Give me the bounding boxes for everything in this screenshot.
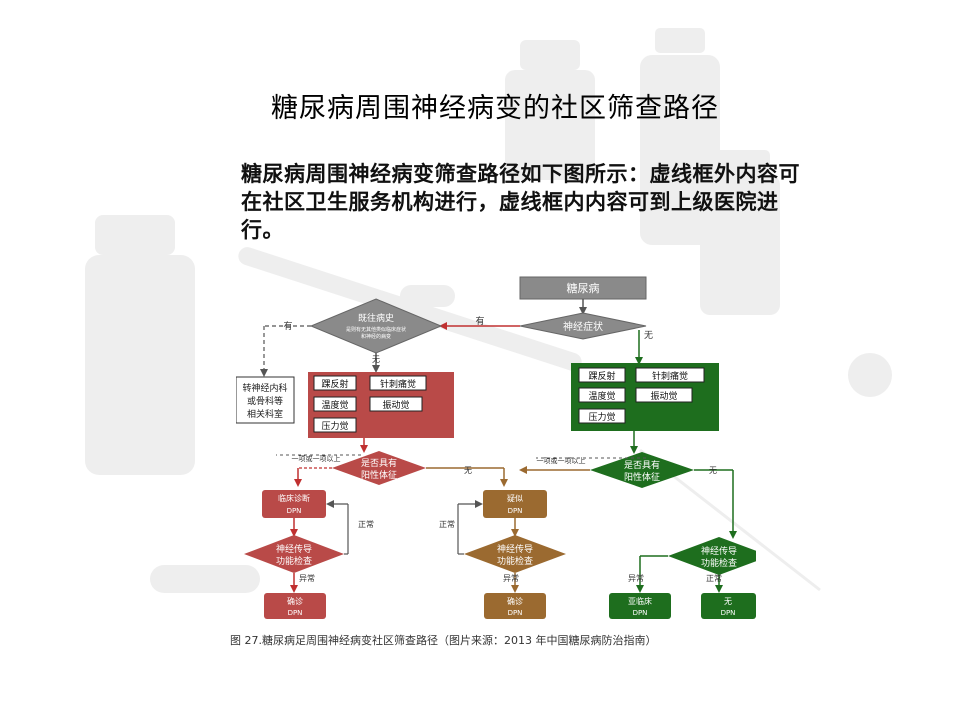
one-or-more-label-1: 一项或一项以上 [292,454,341,463]
normal-label-3: 正常 [706,574,722,583]
brown-ncv-line-1: 神经传导 [497,543,533,555]
green-test-vib: 振动觉 [650,390,677,402]
red-ncv-line-1: 神经传导 [276,543,312,555]
yes-label-2: 有 [283,320,292,332]
suspected-dpn-line-2: DPN [508,507,523,515]
no-dpn-box [701,593,756,619]
slide-body-text: 糖尿病周围神经病变筛查路径如下图所示：虚线框外内容可在社区卫生服务机构进行，虚线… [241,162,800,242]
no-label-2: 无 [372,355,380,364]
abnormal-label-1: 异常 [299,574,315,583]
none-label-1: 无 [464,466,472,475]
green-test-ankle: 踝反射 [588,370,615,382]
start-label: 糖尿病 [567,281,600,295]
figure-caption: 图 27.糖尿病足周围神经病变社区筛查路径（图片来源：2013 年中国糖尿病防治… [230,634,657,647]
green-test-pressure: 压力觉 [588,411,615,423]
symptom-label: 神经症状 [563,320,603,333]
red-ncv-diamond [244,535,344,573]
suspected-dpn-box [483,490,547,518]
confirmed-dpn-red-line-1: 确诊 [287,596,303,606]
green-test-temp: 温度觉 [588,390,615,402]
confirmed-dpn-red-line-2: DPN [288,609,303,617]
suspected-dpn-line-1: 疑似 [507,493,523,503]
slide-title: 糖尿病周围神经病变的社区筛查路径 [271,93,719,124]
no-dpn-line-2: DPN [721,609,736,617]
clinical-dpn-line-2: DPN [287,507,302,515]
green-positive-diamond [590,452,694,488]
subclinical-dpn-box [609,593,671,619]
brown-ncv-line-2: 功能检查 [497,555,533,567]
red-positive-line-2: 阳性体征 [361,469,397,481]
symptom-diamond [519,312,647,340]
subclinical-dpn-line-1: 亚临床 [628,596,652,606]
red-test-pressure: 压力觉 [321,420,348,432]
green-positive-line-2: 阳性体征 [624,471,660,483]
abnormal-label-2: 异常 [503,574,519,583]
confirmed-dpn-box-red [264,593,326,619]
green-ncv-diamond [668,537,756,575]
red-positive-line-1: 是否具有 [361,457,397,469]
yes-label-1: 有 [475,315,484,327]
normal-label-1: 正常 [358,520,374,529]
clinical-dpn-box [262,490,326,518]
green-positive-line-1: 是否具有 [624,459,660,471]
red-test-ankle: 踝反射 [321,378,348,390]
none-label-2: 无 [709,466,717,475]
normal-label-2: 正常 [439,520,455,529]
red-test-temp: 温度觉 [321,399,348,411]
referral-line-3: 相关科室 [247,408,283,420]
brown-ncv-diamond [464,535,566,573]
no-dpn-line-1: 无 [724,597,732,606]
confirmed-dpn-box-brown [484,593,546,619]
red-test-vib: 振动觉 [382,399,409,411]
red-test-pin: 针刺痛觉 [380,378,416,390]
confirmed-dpn-brown-line-2: DPN [508,609,523,617]
history-sub2: 和神经的病变 [361,333,391,340]
subclinical-dpn-line-2: DPN [633,609,648,617]
green-ncv-line-1: 神经传导 [701,545,737,557]
green-test-pin: 针刺痛觉 [652,370,688,382]
confirmed-dpn-brown-line-1: 确诊 [507,596,523,606]
red-ncv-line-2: 功能检查 [276,555,312,567]
history-diamond [309,298,443,354]
screening-flowchart: 糖尿病 神经症状 有 无 既往病史 是则有无其他类似临床症状 和神经的病变 有 … [236,276,756,619]
referral-box [236,376,295,424]
no-label-1: 无 [644,330,653,341]
green-ncv-line-2: 功能检查 [701,557,737,569]
one-or-more-label-2: 一项或一项以上 [537,456,586,465]
abnormal-label-3: 异常 [628,574,644,583]
history-title: 既往病史 [358,312,394,324]
referral-line-2: 或骨科等 [247,395,283,407]
referral-line-1: 转神经内科 [242,382,287,394]
history-sub1: 是则有无其他类似临床症状 [346,326,406,333]
clinical-dpn-line-1: 临床诊断 [278,493,310,503]
red-positive-diamond [332,451,426,485]
